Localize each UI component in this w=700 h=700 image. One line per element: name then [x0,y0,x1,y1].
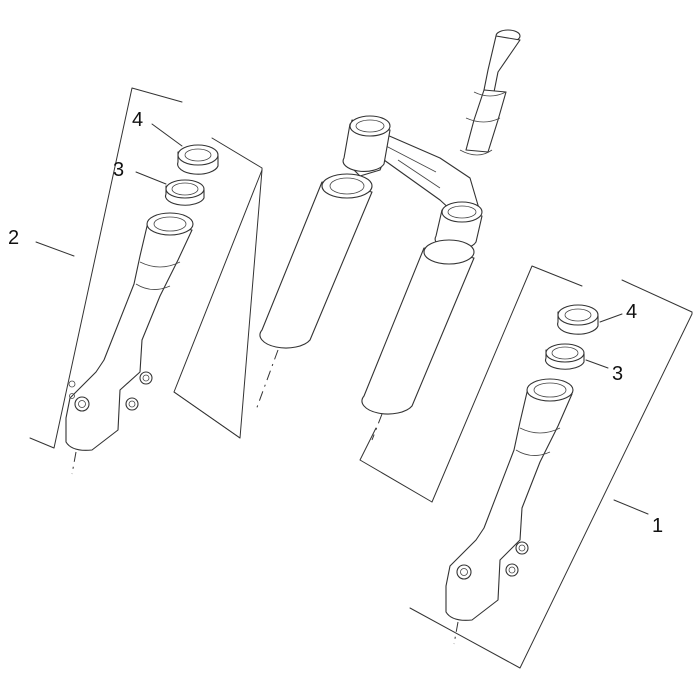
left-seal-leader [151,123,183,147]
left-stanchion-axis [255,349,279,411]
clamp-top-tube [342,115,391,172]
left-seal-part [177,144,219,175]
steering-stem [459,29,521,156]
right-ring-leader [585,359,609,369]
right-fork-assembly [409,265,693,669]
right-stanchion-axis [371,413,383,441]
right-assembly-leader [613,499,649,515]
left-fork-assembly [29,87,263,475]
right-seal-leader [599,313,623,323]
center-bracket-frame [173,169,433,503]
right-axis-line [453,621,459,645]
callout-right-assembly: 1 [652,515,663,537]
left-axis-line [71,451,77,475]
callout-right-ring: 3 [612,363,623,385]
left-assembly-leader [35,241,75,257]
callout-right-seal: 4 [626,301,637,323]
right-seal-part [557,304,599,335]
callout-left-seal: 4 [132,109,143,131]
left-ring-part [165,179,205,206]
left-stanchion [259,173,373,349]
callout-left-assembly: 2 [8,227,19,249]
left-bracket-frame [29,87,263,449]
left-ring-leader [135,171,167,185]
left-fork-leg [65,212,194,451]
callout-left-ring: 3 [113,159,124,181]
right-fork-leg [445,378,574,621]
right-stanchion [361,239,475,415]
right-bracket-frame [409,265,693,669]
center-fork-assembly [173,29,521,503]
right-ring-part [545,343,585,370]
